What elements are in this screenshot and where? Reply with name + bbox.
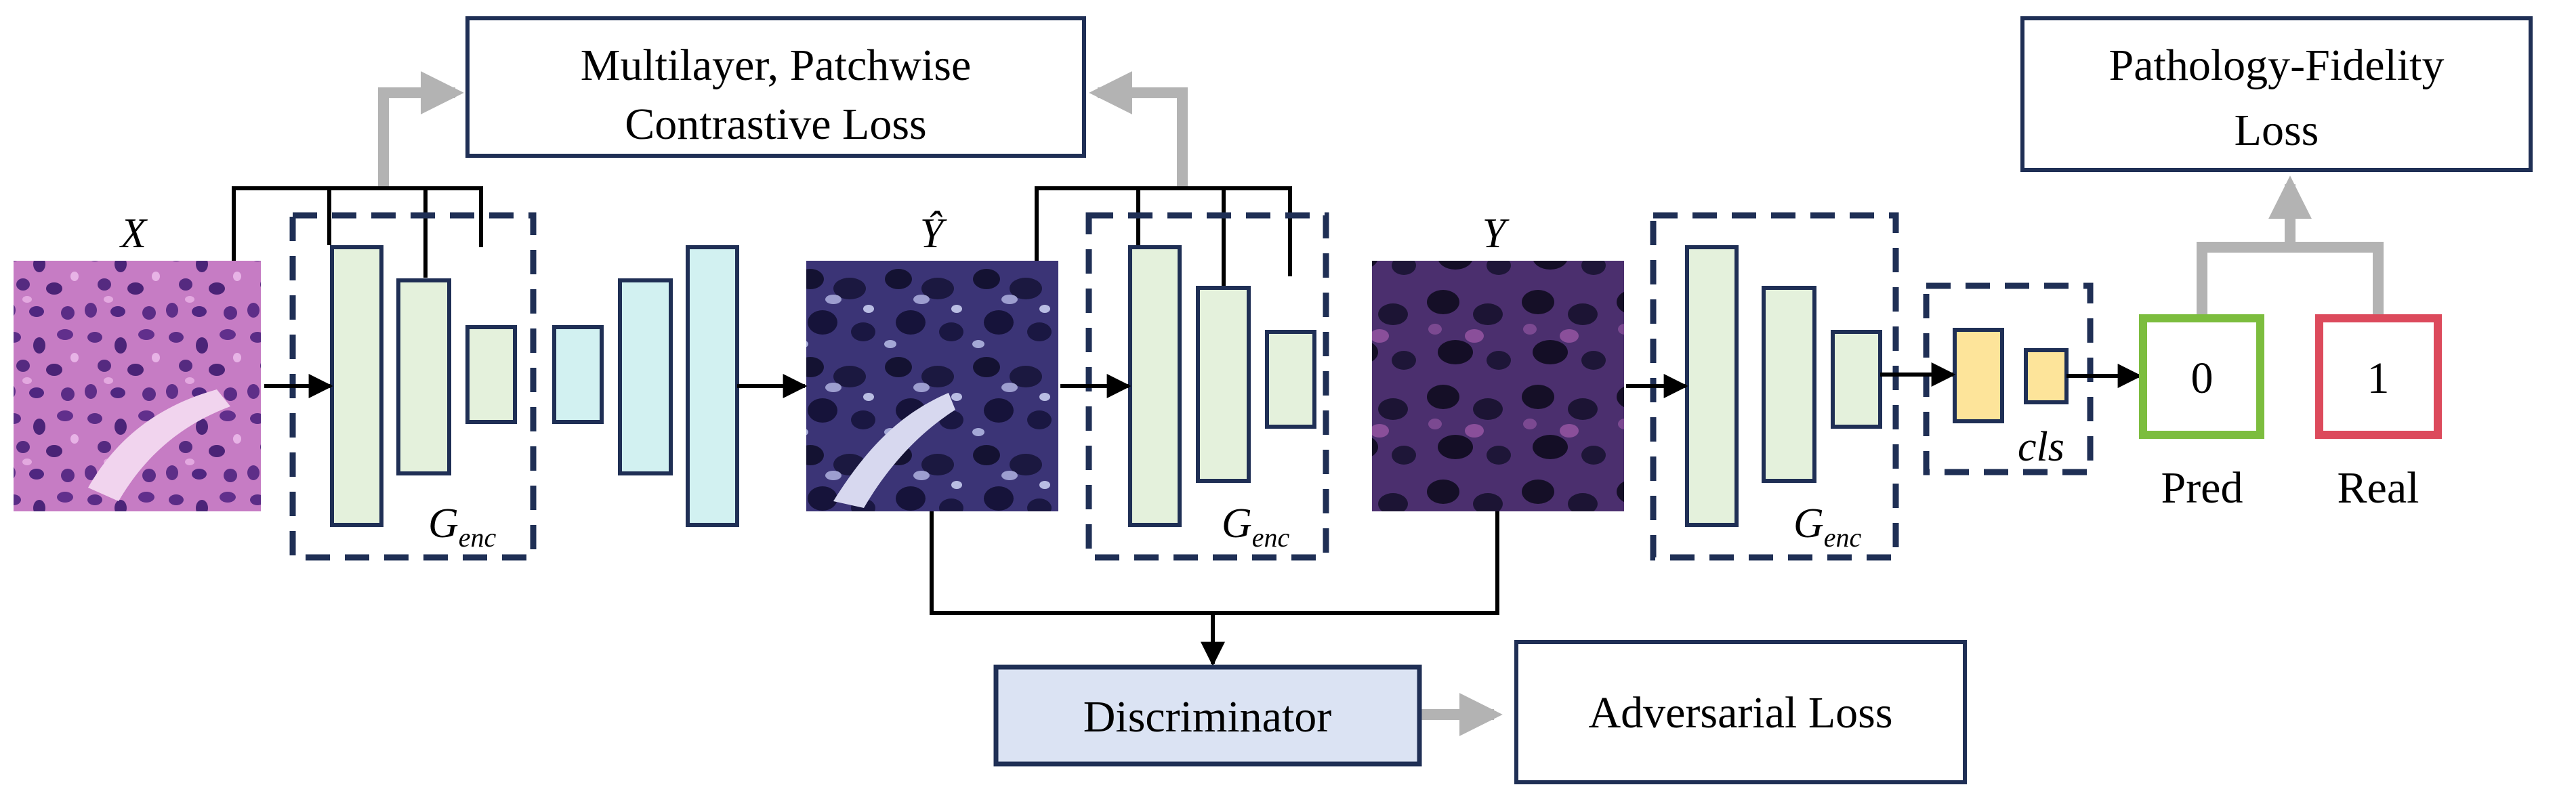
contrastive-loss-label-line1: Multilayer, Patchwise bbox=[581, 41, 972, 90]
label-y-hat: Ŷ bbox=[920, 211, 947, 257]
real-label: Real bbox=[2338, 463, 2419, 513]
contrastive-loss-box bbox=[465, 16, 1086, 158]
encoder-2-label: Genc bbox=[1222, 501, 1290, 553]
pathology-loss-label-line2: Loss bbox=[2235, 106, 2319, 155]
encoder-1-label: Genc bbox=[428, 501, 497, 553]
encoder-3-label: Genc bbox=[1793, 501, 1862, 553]
classifier-dashed-box bbox=[1923, 282, 2094, 475]
label-y: Y bbox=[1482, 211, 1510, 257]
discriminator-label: Discriminator bbox=[1083, 692, 1332, 742]
encoder-2-layer-2 bbox=[1196, 286, 1251, 483]
contrastive-loss-label-line2: Contrastive Loss bbox=[625, 100, 926, 149]
adversarial-loss-box bbox=[1514, 640, 1967, 784]
pathology-loss-label-line1: Pathology-Fidelity bbox=[2109, 41, 2445, 90]
pred-value: 0 bbox=[2191, 354, 2214, 403]
real-box bbox=[2315, 314, 2442, 439]
generated-image-y-hat-stroma bbox=[833, 393, 955, 508]
adversarial-loss-label: Adversarial Loss bbox=[1588, 688, 1892, 738]
contrastive-feedback-arrow-right bbox=[1089, 71, 1188, 186]
decoder-layer-1 bbox=[552, 325, 604, 424]
discriminator-box bbox=[993, 664, 1422, 767]
encoder-1-layer-3 bbox=[465, 325, 517, 424]
pathology-feedback-arrow bbox=[2197, 184, 2384, 318]
input-image-x bbox=[14, 261, 261, 511]
classifier-layer-2 bbox=[2024, 348, 2069, 404]
encoder-2-layer-3 bbox=[1265, 330, 1316, 429]
input-image-x-stroma bbox=[88, 389, 230, 501]
pred-label: Pred bbox=[2161, 463, 2243, 513]
decoder-layer-2 bbox=[618, 278, 673, 475]
label-x: X bbox=[119, 211, 148, 257]
target-image-y bbox=[1372, 261, 1624, 511]
arrows-to-discriminator bbox=[930, 511, 1499, 664]
decoder-layer-3 bbox=[686, 245, 739, 527]
encoder-3-layer-1 bbox=[1685, 245, 1739, 527]
encoder-2-layer-1 bbox=[1128, 245, 1182, 527]
contrastive-feedback-arrow-left bbox=[378, 71, 464, 186]
classifier-label: cls bbox=[2018, 424, 2064, 470]
encoder-3-layer-2 bbox=[1762, 286, 1816, 483]
generated-image-y-hat bbox=[806, 261, 1058, 511]
classifier-layer-1 bbox=[1953, 328, 2004, 423]
encoder-3-layer-3 bbox=[1831, 330, 1882, 429]
encoder-1-layer-1 bbox=[330, 245, 383, 527]
encoder-1-layer-2 bbox=[396, 278, 451, 475]
pred-box bbox=[2139, 314, 2264, 439]
feature-taps-left bbox=[232, 186, 483, 278]
real-value: 1 bbox=[2367, 354, 2390, 403]
